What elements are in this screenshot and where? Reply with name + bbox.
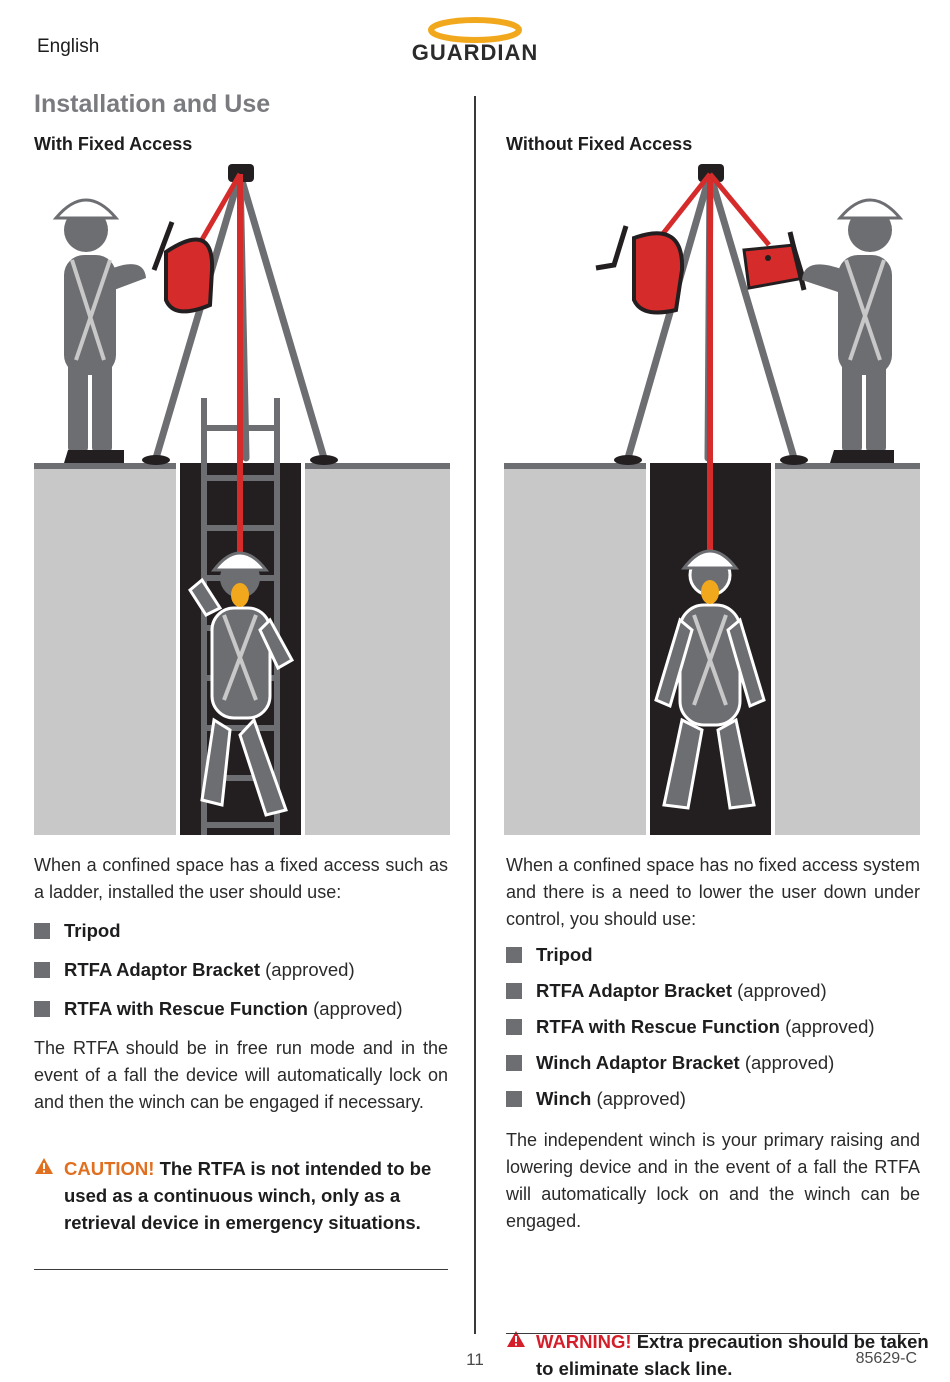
logo-swoosh-icon — [428, 17, 522, 43]
caution-text: The RTFA is not intended to be used as a… — [64, 1158, 432, 1233]
square-bullet-icon — [506, 1055, 522, 1071]
page-title: Installation and Use — [34, 90, 271, 118]
no-fixed-access-illustration — [504, 164, 920, 835]
list-item: Tripod — [34, 920, 454, 942]
list-item: RTFA with Rescue Function (approved) — [34, 998, 454, 1020]
list-item: RTFA Adaptor Bracket (approved) — [506, 980, 926, 1002]
warning-text: Extra precaution should be taken to elim… — [536, 1331, 929, 1379]
list-item: RTFA Adaptor Bracket (approved) — [34, 959, 454, 981]
right-intro-text: When a confined space has no fixed acces… — [506, 855, 920, 929]
left-intro-text: When a confined space has a fixed access… — [34, 855, 448, 902]
column-divider — [474, 96, 476, 1334]
square-bullet-icon — [34, 962, 50, 978]
caution-note: CAUTION! The RTFA is not intended to be … — [34, 1155, 474, 1236]
right-subheading: Without Fixed Access — [506, 134, 693, 154]
square-bullet-icon — [506, 983, 522, 999]
warning-note: WARNING! Extra precaution should be take… — [506, 1328, 946, 1382]
guardian-logo: GUARDIAN — [385, 14, 565, 66]
brand-name: GUARDIAN — [411, 40, 539, 65]
list-item: Winch (approved) — [506, 1088, 926, 1110]
right-equipment-list: Tripod RTFA Adaptor Bracket (approved) R… — [506, 944, 926, 1110]
fixed-access-illustration — [34, 164, 450, 835]
square-bullet-icon — [34, 1001, 50, 1017]
right-body-text: The independent winch is your primary ra… — [506, 1130, 920, 1231]
list-item: Tripod — [506, 944, 926, 966]
caution-keyword: CAUTION! — [64, 1158, 155, 1179]
square-bullet-icon — [506, 947, 522, 963]
list-item: RTFA with Rescue Function (approved) — [506, 1016, 926, 1038]
warning-keyword: WARNING! — [536, 1331, 632, 1352]
right-rule — [506, 1333, 920, 1334]
square-bullet-icon — [506, 1019, 522, 1035]
square-bullet-icon — [506, 1091, 522, 1107]
page-number: 11 — [466, 1350, 484, 1369]
document-code: 85629-C — [855, 1350, 917, 1367]
warning-triangle-icon — [507, 1331, 525, 1347]
square-bullet-icon — [34, 923, 50, 939]
left-subheading: With Fixed Access — [34, 134, 193, 154]
left-rule — [34, 1269, 448, 1270]
caution-triangle-icon — [35, 1158, 53, 1174]
list-item: Winch Adaptor Bracket (approved) — [506, 1052, 926, 1074]
left-body-text: The RTFA should be in free run mode and … — [34, 1038, 448, 1112]
left-equipment-list: Tripod RTFA Adaptor Bracket (approved) R… — [34, 920, 454, 1020]
language-label: English — [37, 36, 100, 57]
